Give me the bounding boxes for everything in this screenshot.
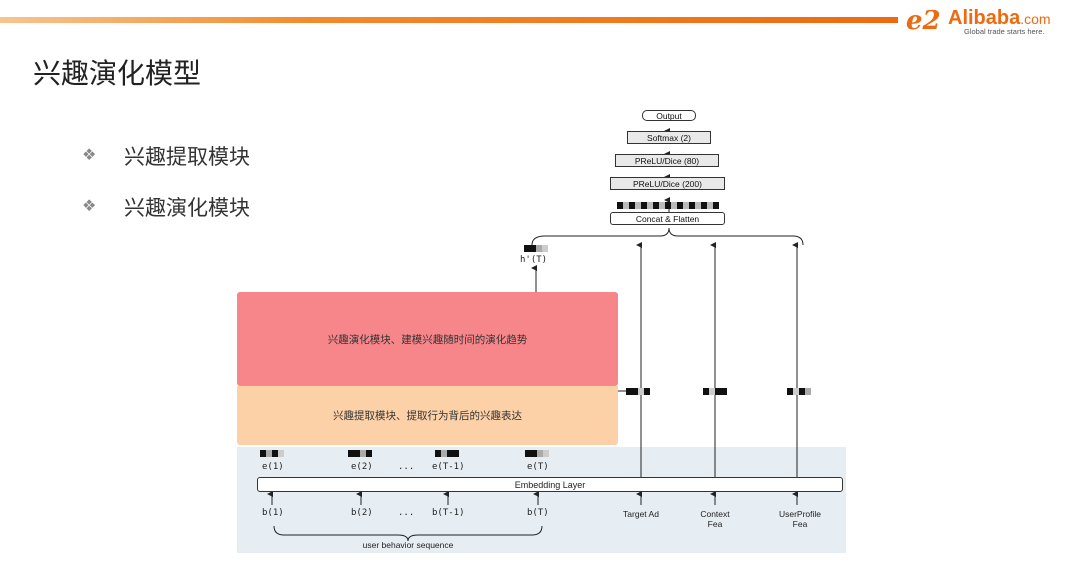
concat-vector [617, 202, 719, 209]
b-label: b(T-1) [432, 508, 465, 518]
b-label-ellipsis: ... [398, 508, 415, 518]
userprofile-vector [787, 388, 811, 395]
feature-label-line: Target Ad [623, 509, 659, 519]
et-1-vector [435, 450, 459, 457]
e-label: e(2) [351, 462, 373, 472]
logo-tagline: Global trade starts here. [964, 27, 1045, 36]
embedding-layer: Embedding Layer [257, 477, 843, 492]
context-vector [703, 388, 727, 395]
userprofile-fea-label: UserProfile Fea [767, 509, 833, 529]
bullet-interest-extraction: 兴趣提取模块 [124, 145, 250, 169]
logo-com: .com [1020, 11, 1051, 27]
context-fea-label: Context Fea [685, 509, 745, 529]
feature-label-line: Fea [792, 519, 808, 529]
bullet-marker: ❖ [82, 196, 97, 215]
interest-extraction-block: 兴趣提取模块、提取行为背后的兴趣表达 [237, 386, 618, 445]
bullet-interest-evolution: 兴趣演化模块 [124, 196, 250, 220]
concat-flatten-layer: Concat & Flatten [610, 212, 725, 225]
prelu-80-layer: PReLU/Dice (80) [615, 154, 719, 167]
b-label: b(2) [351, 508, 373, 518]
e-label: e(T) [527, 462, 549, 472]
e-label: e(1) [262, 462, 284, 472]
target-ad-vector [626, 388, 650, 395]
output-node: Output [642, 110, 696, 121]
et-vector [525, 450, 549, 457]
prelu-200-layer: PReLU/Dice (200) [610, 177, 725, 190]
feature-label-line: Fea [707, 519, 723, 529]
h-prime-label: h'(T) [520, 255, 548, 265]
header-accent-bar [0, 17, 898, 23]
logo-name: Alibaba.com [948, 6, 1051, 31]
bullet-marker: ❖ [82, 145, 97, 164]
e2-vector [348, 450, 372, 457]
b-label: b(T) [527, 508, 549, 518]
softmax-layer: Softmax (2) [627, 131, 711, 144]
e-label: e(T-1) [432, 462, 465, 472]
logo-name-text: Alibaba [948, 7, 1021, 29]
h-prime-vector [524, 245, 548, 252]
page-title: 兴趣演化模型 [33, 57, 202, 90]
feature-label-line: Context [700, 509, 730, 519]
e1-vector [260, 450, 284, 457]
target-ad-label: Target Ad [611, 509, 671, 519]
interest-evolution-block: 兴趣演化模块、建模兴趣随时间的演化趋势 [237, 292, 618, 386]
alibaba-logo: e2 Alibaba.com Global trade starts here. [906, 6, 1076, 38]
logo-mark: e2 [906, 6, 941, 36]
e-label-ellipsis: ... [398, 462, 415, 472]
feature-label-line: UserProfile [778, 509, 822, 519]
user-behavior-sequence-label: user behavior sequence [362, 540, 454, 550]
b-label: b(1) [262, 508, 284, 518]
